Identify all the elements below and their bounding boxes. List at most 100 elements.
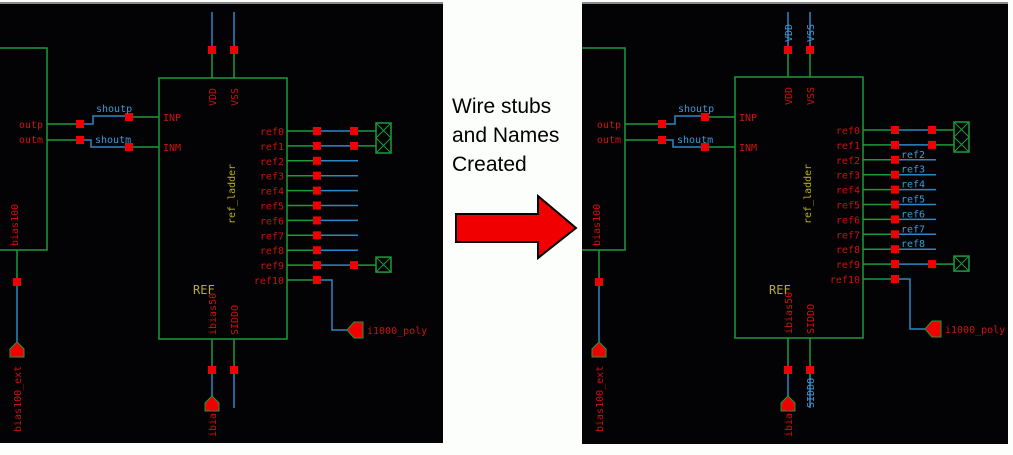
inp-stub-square [125,113,133,121]
bias-pin-square [13,278,21,286]
net-label-ref2: ref2 [901,150,925,161]
pin-label-ref2: ref2 [260,157,284,168]
net-label-siddo: SIDDO [806,378,817,408]
pin-label-inm: INM [739,143,757,154]
ibias50-pin-square [784,366,792,374]
pin-label-vss: VSS [230,88,241,106]
ref1-pin-square [313,141,321,150]
pin-label-ref1: ref1 [260,142,284,153]
pin-label-inp: INP [739,113,757,124]
net-label-ref8: ref8 [901,239,925,250]
pin-label-ref0: ref0 [260,127,284,138]
caption-line-3: Created [452,153,527,176]
net-label-vss: VSS [806,24,817,42]
vss-pin-square [806,46,814,54]
ref8-pin-square [891,245,899,254]
pin-label-ref5: ref5 [260,202,284,213]
vdd-pin-square [208,46,216,54]
ref1-end-square [928,140,936,149]
pin-label-ref3: ref3 [836,171,860,182]
pin-label-ref2: ref2 [836,156,860,167]
ref-ladder-block [734,76,864,339]
net-label-shoutm: shoutm [677,135,713,146]
bias100-block-outline [0,47,48,251]
pin-label-ref8: ref8 [836,245,860,256]
pin-label-inp: INP [163,113,181,124]
ref6-pin-square [313,216,321,225]
pin-label-ref8: ref8 [260,246,284,257]
ref8-pin-square [313,246,321,255]
pin-label-ref10: ref10 [254,276,284,287]
ref10-wire [321,279,347,331]
ref5-pin-square [891,200,899,209]
pin-label-ref4: ref4 [260,187,284,198]
i1000-poly-offsheet-icon [346,321,364,339]
pin-label-ref0: ref0 [836,126,860,137]
pin-label-ibias50: ibias50 [208,293,219,335]
ref1-end-square [350,141,358,150]
shoutp-wire [84,115,129,125]
pin-label-vss: VSS [806,87,817,105]
ref-label: REF [769,283,791,297]
vdd-pin-square [784,46,792,54]
pin-label-siddo: SIDDO [806,304,817,334]
ibias50-pin-square [208,366,216,374]
net-label-ref5: ref5 [901,195,925,206]
ref9-pin-square [313,261,321,270]
pin-label-i1000-poly: i1000_poly [367,326,427,337]
pin-label-i1000-poly: i1000_poly [945,325,1005,336]
pin-label-ref4: ref4 [836,186,860,197]
ref-ladder-block [158,77,288,340]
ref0-pin-square [313,127,321,135]
pin-label-ibias50: ibias50 [784,292,795,334]
caption-line-2: and Names [452,124,560,147]
right-arrow-icon [455,193,578,261]
ref10-wire [899,278,925,330]
net-label-ref7: ref7 [901,224,925,235]
ref6-pin-square [891,215,899,224]
ref4-pin-square [891,185,899,194]
noconn-ref9-icon [953,255,970,272]
ref0-pin-square [891,126,899,134]
net-label-shoutp: shoutp [678,104,714,115]
ibias-offsheet-icon [204,395,220,412]
bias100-ext-offsheet-icon [9,341,25,358]
pin-label-ref5: ref5 [836,201,860,212]
pin-label-outm: outm [19,135,43,146]
arrow-shape [455,193,578,261]
bias100-block-label: bias100 [10,204,21,246]
pin-label-ref6: ref6 [836,215,860,226]
caption-line-1: Wire stubs [452,95,552,118]
pin-label-ref9: ref9 [260,261,284,272]
inp-stub-square [701,113,709,121]
pin-label-bias100-ext: bias100_ext [13,366,24,432]
noconn-ref9-icon [375,256,392,273]
schematic-after-canvas[interactable]: outpoutmbias100ref_ladderREFVDDVDDVSSVSS… [582,4,1008,444]
ref5-pin-square [313,201,321,210]
siddo-pin-square [806,366,814,374]
ref7-pin-square [891,230,899,239]
ref4-pin-square [313,186,321,195]
outm-pin-square [76,136,84,144]
ref9-end-square [928,260,936,269]
ref2-pin-square [313,156,321,165]
ref9-end-square [350,261,358,270]
pin-label-ref1: ref1 [836,141,860,152]
pin-label-ref7: ref7 [260,231,284,242]
ref10-pin-square [313,276,321,284]
ref1-pin-square [891,140,899,149]
shoutp-wire [666,115,705,125]
net-label-ref4: ref4 [901,180,925,191]
pin-label-siddo: SIDDO [230,305,241,335]
shoutm-wire [666,139,705,148]
pin-label-ref10: ref10 [830,275,860,286]
pin-label-ref7: ref7 [836,230,860,241]
pin-label-ref3: ref3 [260,172,284,183]
ref3-pin-square [891,170,899,179]
net-label-ref3: ref3 [901,165,925,176]
ref0-end-square [928,126,936,134]
bias-pin-square [595,278,603,286]
